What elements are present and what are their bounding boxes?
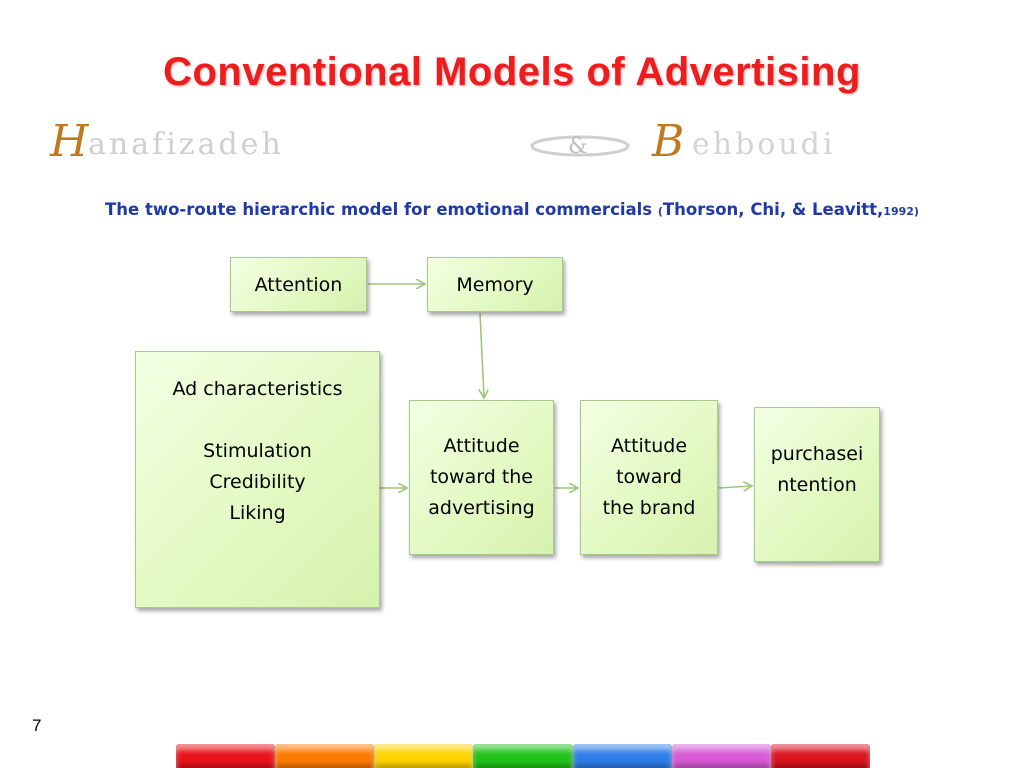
rainbow-segment-green — [473, 744, 573, 768]
slide-title: Conventional Models of Advertising — [163, 50, 861, 94]
ad-characteristics-heading: Ad characteristics — [172, 378, 343, 400]
rainbow-segment-orange — [275, 744, 375, 768]
caption-paren-close: ) — [913, 205, 919, 218]
rainbow-segment-red — [176, 744, 276, 768]
rainbow-footer — [176, 744, 870, 768]
caption-author-2: Chi — [750, 200, 780, 219]
node-purchase-intention: purchasei ntention — [754, 407, 880, 562]
svg-text:&: & — [568, 134, 588, 159]
node-memory: Memory — [427, 257, 563, 312]
rainbow-segment-blue — [572, 744, 672, 768]
ad-characteristic-item: Stimulation — [203, 440, 312, 462]
caption-text: The two-route hierarchic model for emoti… — [105, 200, 658, 219]
page-number: 7 — [32, 716, 42, 735]
rainbow-segment-red-2 — [770, 744, 870, 768]
banner-logo: H anafizadeh & B ehboudi — [49, 118, 835, 166]
node-attitude-advertising: Attitude toward the advertising — [409, 400, 554, 555]
caption-year: 1992 — [883, 205, 914, 218]
arrow-memory-attitude-advertising — [480, 312, 484, 397]
svg-text:H: H — [49, 118, 90, 166]
caption-author-1: Thorson — [662, 200, 739, 219]
diagram-caption: The two-route hierarchic model for emoti… — [0, 200, 1024, 219]
svg-text:B: B — [651, 118, 684, 166]
node-purchase-intention-label: purchasei ntention — [770, 442, 864, 496]
rainbow-segment-yellow — [374, 744, 474, 768]
node-attitude-advertising-label: Attitude toward the advertising — [428, 435, 535, 519]
node-ad-characteristics: Ad characteristics Stimulation Credibili… — [135, 351, 380, 608]
svg-text:ehboudi: ehboudi — [692, 127, 835, 162]
ad-characteristic-item: Credibility — [209, 471, 306, 493]
node-attention-label: Attention — [254, 273, 343, 296]
caption-sep-1: , — [738, 200, 751, 219]
node-attitude-brand: Attitude toward the brand — [580, 400, 718, 555]
ad-characteristic-item: Liking — [229, 502, 286, 524]
caption-paren-open: ( — [657, 205, 663, 218]
caption-author-3: Leavitt — [811, 200, 878, 219]
caption-sep-2: , & — [779, 200, 812, 219]
caption-sep-3: , — [877, 200, 884, 219]
svg-text:anafizadeh: anafizadeh — [88, 127, 284, 162]
node-attention: Attention — [230, 257, 367, 312]
node-memory-label: Memory — [456, 273, 534, 296]
node-attitude-brand-label: Attitude toward the brand — [602, 435, 696, 519]
arrow-attitude-brand-purchase — [718, 486, 751, 488]
rainbow-segment-pink — [671, 744, 771, 768]
